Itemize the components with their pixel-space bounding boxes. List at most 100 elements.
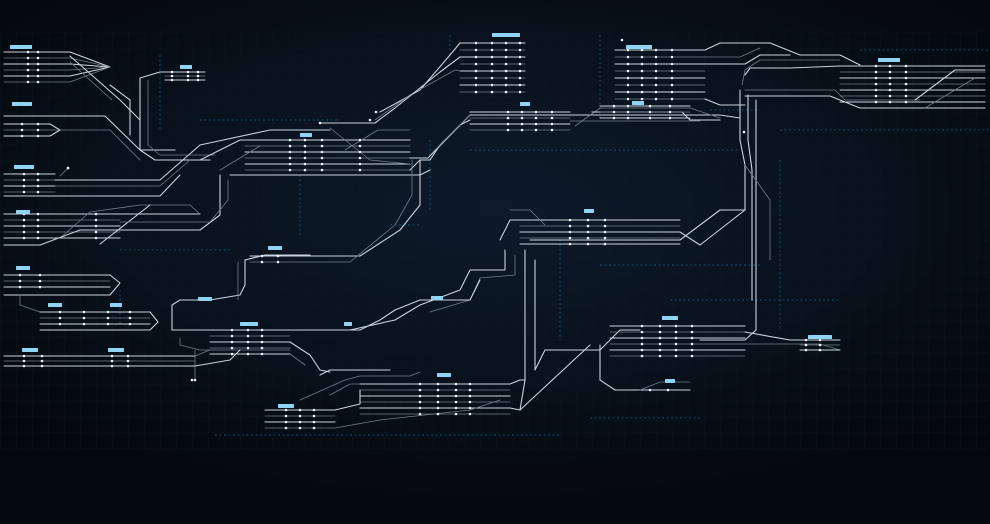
station-node [603, 242, 607, 246]
station-node [504, 69, 508, 73]
station-node [518, 83, 522, 87]
station-node [320, 144, 324, 148]
track-line [704, 98, 746, 106]
track-line [319, 56, 461, 124]
station-label [626, 45, 652, 49]
station-node [22, 230, 26, 234]
station-label [808, 335, 832, 339]
station-node [904, 76, 908, 80]
track-line [3, 66, 111, 71]
station-node [190, 378, 194, 382]
station-node [312, 408, 316, 412]
station-label [437, 373, 451, 377]
station-label [665, 379, 675, 383]
station-node [468, 406, 472, 410]
track-line [509, 379, 526, 385]
station-node [518, 76, 522, 80]
station-node [648, 388, 652, 392]
station-node [320, 138, 324, 142]
station-node [36, 178, 40, 182]
station-node [170, 78, 174, 82]
track-line [914, 69, 986, 101]
station-node [66, 166, 70, 170]
station-node [670, 48, 674, 52]
track-line [199, 139, 246, 161]
station-node [654, 62, 658, 66]
station-node [520, 110, 524, 114]
track-line [3, 274, 121, 296]
station-node [640, 97, 644, 101]
station-label [584, 209, 594, 213]
station-node [186, 70, 190, 74]
station-node [260, 334, 264, 338]
station-node [26, 68, 30, 72]
station-node [568, 218, 572, 222]
station-node [22, 236, 26, 240]
station-node [36, 74, 40, 78]
track-line [744, 95, 986, 109]
station-node [888, 64, 892, 68]
station-node [518, 90, 522, 94]
station-node [288, 162, 292, 166]
station-node [504, 76, 508, 80]
station-node [26, 74, 30, 78]
station-label [878, 58, 900, 62]
station-node [312, 426, 316, 430]
station-node [474, 69, 478, 73]
station-node [418, 388, 422, 392]
track-line [139, 71, 166, 79]
station-node [674, 348, 678, 352]
station-node [640, 342, 644, 346]
station-node [38, 279, 42, 283]
station-node [504, 83, 508, 87]
station-node [874, 94, 878, 98]
track-line [704, 54, 791, 65]
station-node [490, 48, 494, 52]
station-node [320, 150, 324, 154]
station-node [626, 48, 630, 52]
station-label [520, 102, 530, 106]
station-node [128, 316, 132, 320]
station-node [640, 69, 644, 73]
station-node [504, 41, 508, 45]
track-line [704, 47, 761, 58]
track-line [499, 219, 521, 241]
station-node [648, 104, 652, 108]
station-node [670, 76, 674, 80]
station-label [10, 45, 32, 49]
track-line [744, 65, 841, 76]
station-node [36, 224, 40, 228]
station-labels [10, 33, 900, 408]
track-line [59, 129, 141, 161]
station-node [640, 354, 644, 358]
station-node [648, 110, 652, 114]
track-line [739, 89, 746, 211]
station-node [454, 388, 458, 392]
station-node [94, 224, 98, 228]
station-node [640, 90, 644, 94]
station-node [436, 382, 440, 386]
station-node [626, 116, 630, 120]
track-line [679, 209, 746, 246]
station-node [18, 279, 22, 283]
station-node [550, 122, 554, 126]
track-line [69, 61, 113, 101]
station-node [490, 90, 494, 94]
station-node [284, 426, 288, 430]
station-node [626, 104, 630, 108]
station-node [288, 168, 292, 172]
station-node [586, 224, 590, 228]
station-node [358, 168, 362, 172]
station-node [26, 62, 30, 66]
station-node [196, 70, 200, 74]
station-node [128, 322, 132, 326]
station-node [230, 346, 234, 350]
station-node [18, 273, 22, 277]
station-node [36, 212, 40, 216]
station-node [518, 55, 522, 59]
station-node [288, 150, 292, 154]
station-node [518, 62, 522, 66]
station-node [658, 330, 662, 334]
station-node [666, 388, 670, 392]
station-node [640, 48, 644, 52]
